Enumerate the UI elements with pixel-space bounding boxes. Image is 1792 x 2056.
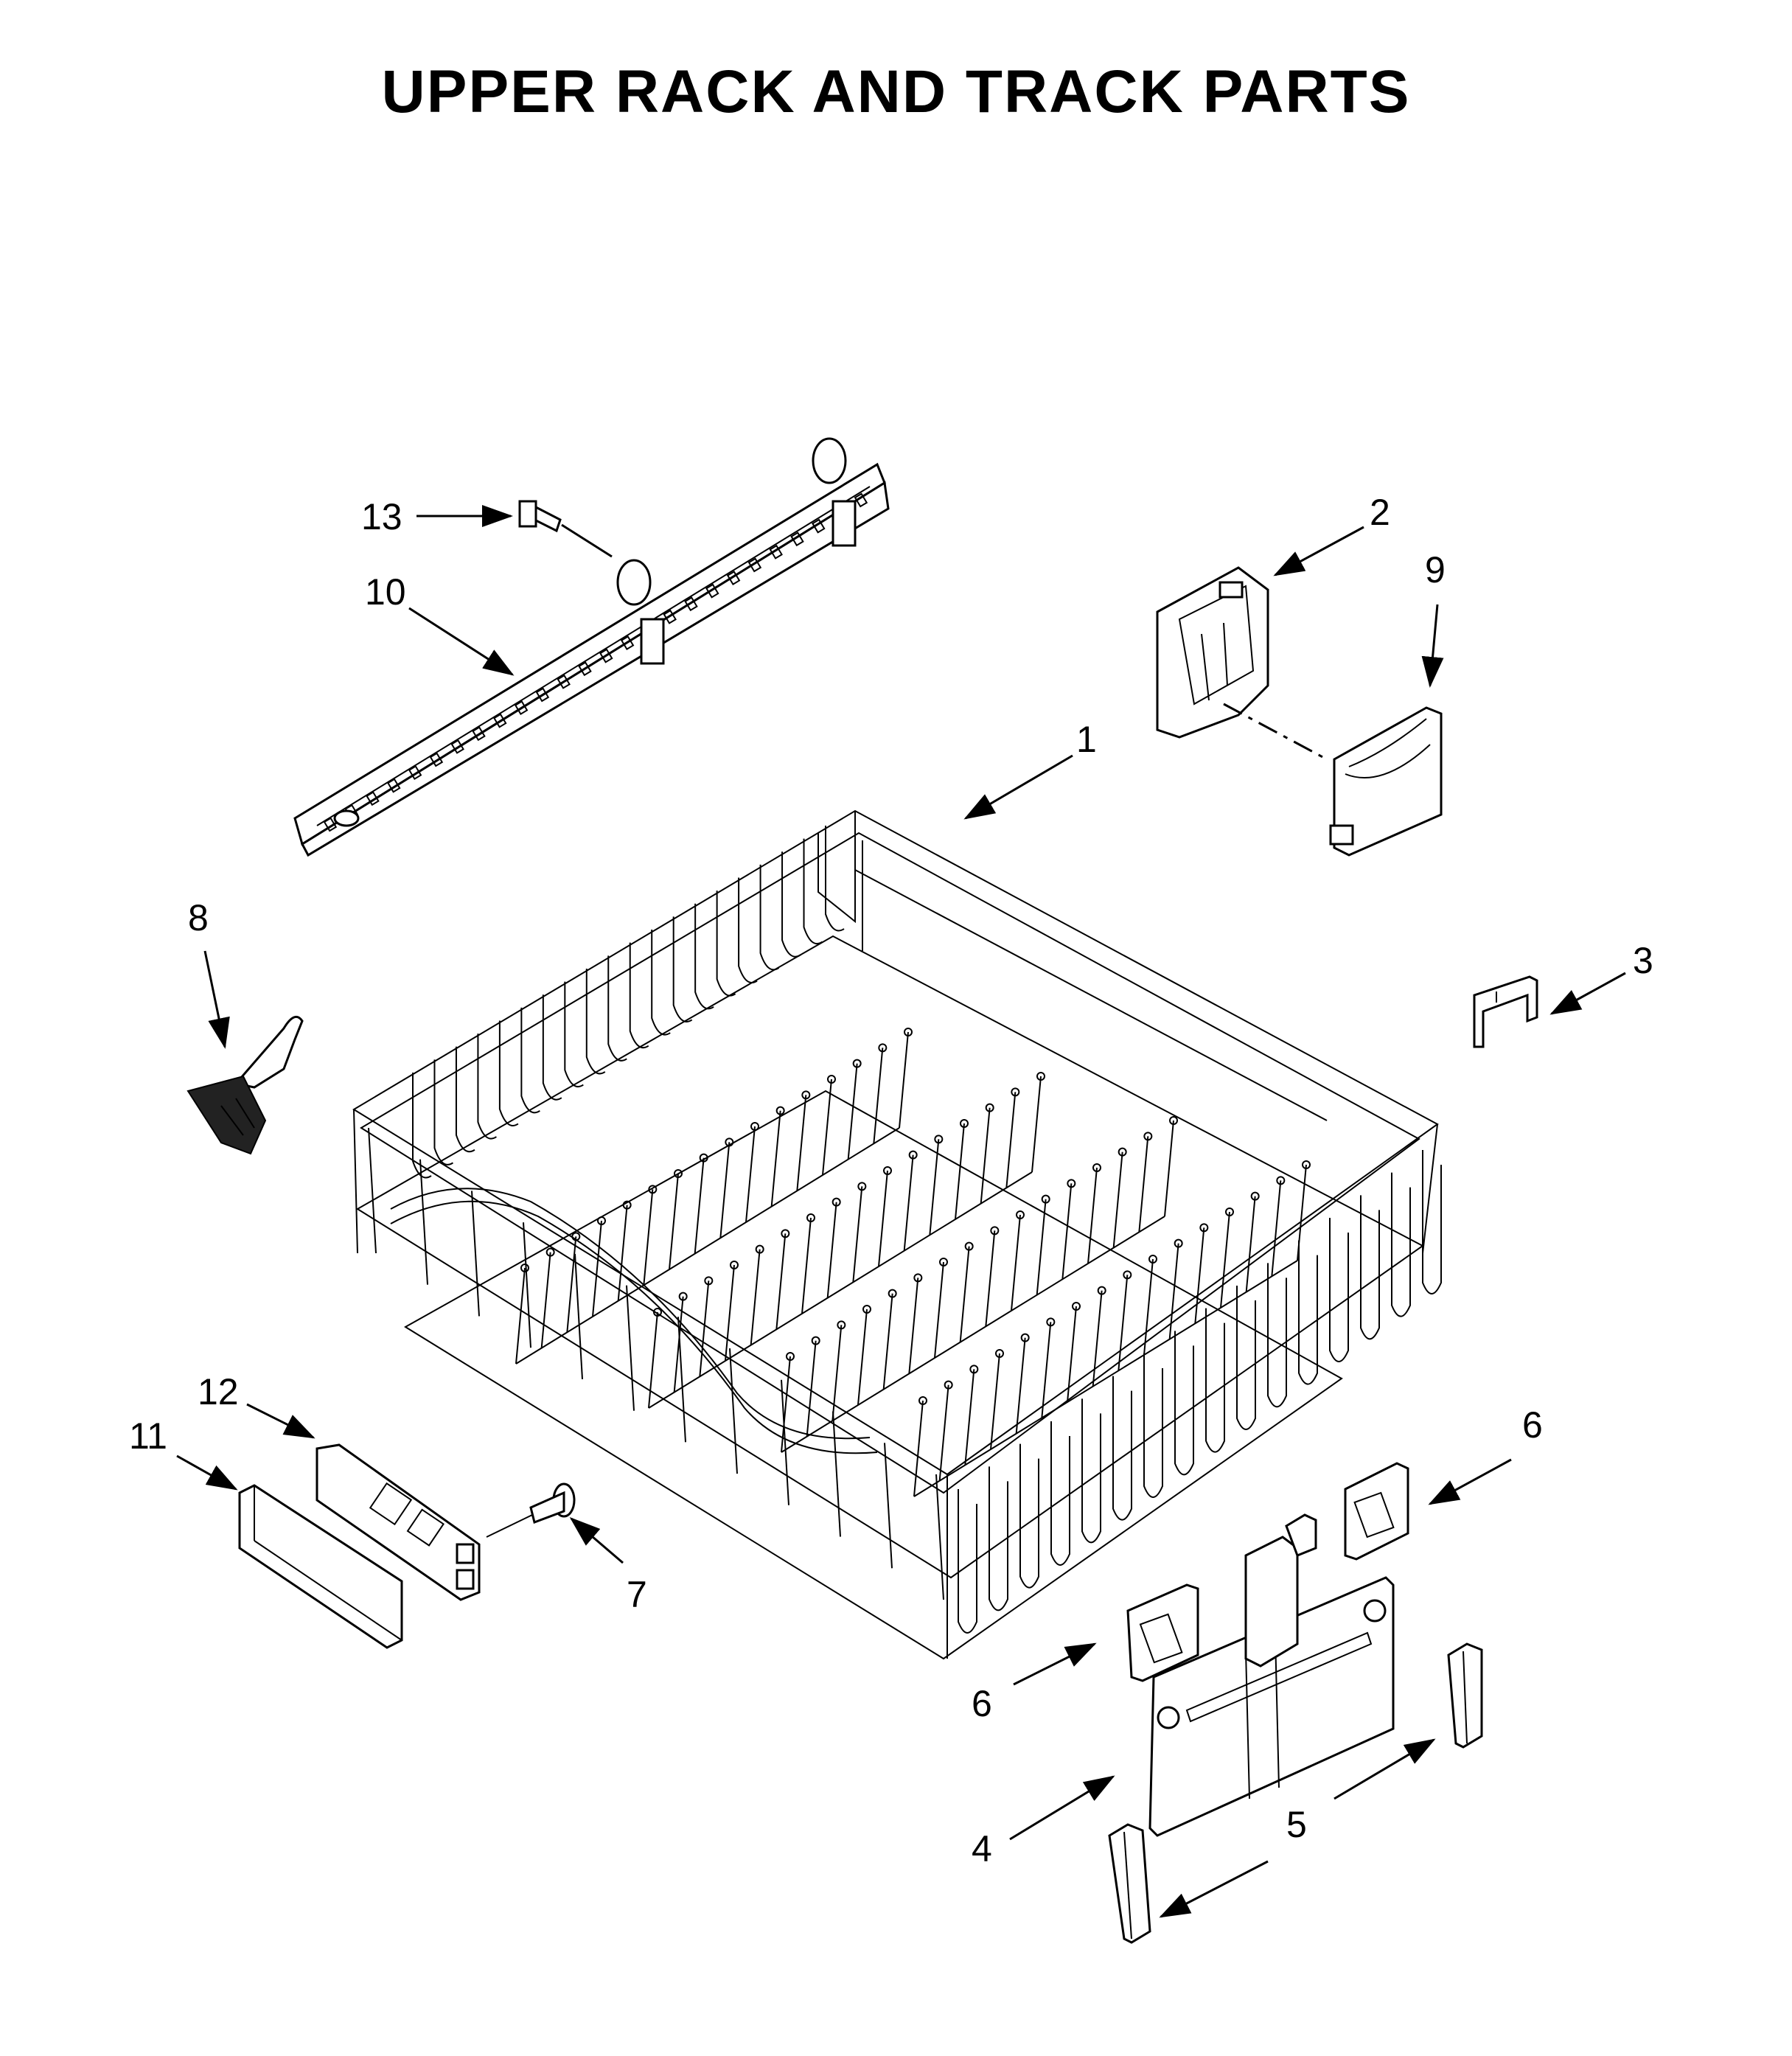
callout-6-right: 6 bbox=[1522, 1404, 1543, 1446]
callout-1: 1 bbox=[1076, 719, 1097, 760]
callout-3: 3 bbox=[1633, 940, 1653, 981]
upper-rack-part[interactable] bbox=[352, 809, 1442, 1660]
handle-base-part[interactable] bbox=[315, 1443, 481, 1601]
lever-left-part[interactable] bbox=[1108, 1823, 1151, 1944]
callout-2: 2 bbox=[1370, 492, 1390, 533]
handle-cover-part[interactable] bbox=[238, 1484, 403, 1649]
callout-6-left: 6 bbox=[972, 1683, 992, 1724]
callout-7: 7 bbox=[627, 1574, 647, 1615]
track-rail-part[interactable] bbox=[293, 437, 890, 857]
track-screw-part[interactable] bbox=[518, 500, 613, 558]
callout-9: 9 bbox=[1425, 549, 1446, 590]
callout-11: 11 bbox=[129, 1415, 167, 1457]
lever-right-part[interactable] bbox=[1447, 1642, 1483, 1749]
adjuster-cover-part[interactable] bbox=[1223, 703, 1443, 857]
diagram-title: UPPER RACK AND TRACK PARTS bbox=[381, 58, 1411, 125]
callout-12: 12 bbox=[198, 1371, 239, 1412]
leader-lines bbox=[176, 505, 1626, 1918]
callout-10: 10 bbox=[365, 571, 406, 613]
handle-screw-part[interactable] bbox=[486, 1482, 576, 1538]
rack-stop-part[interactable] bbox=[186, 1015, 304, 1155]
adjuster-clip-left-part[interactable] bbox=[1126, 1583, 1199, 1682]
callout-8: 8 bbox=[188, 897, 209, 938]
callout-labels: 13 10 1 2 9 3 8 12 11 7 6 6 4 5 bbox=[129, 492, 1653, 1869]
callout-5: 5 bbox=[1286, 1804, 1307, 1845]
adjuster-housing-part[interactable] bbox=[1156, 566, 1269, 739]
callout-4: 4 bbox=[972, 1828, 992, 1869]
adjuster-clip-right-part[interactable] bbox=[1344, 1462, 1409, 1561]
adjuster-plate-part[interactable] bbox=[1148, 1513, 1395, 1837]
callout-13: 13 bbox=[361, 496, 402, 537]
rack-clip-part[interactable] bbox=[1473, 975, 1538, 1048]
